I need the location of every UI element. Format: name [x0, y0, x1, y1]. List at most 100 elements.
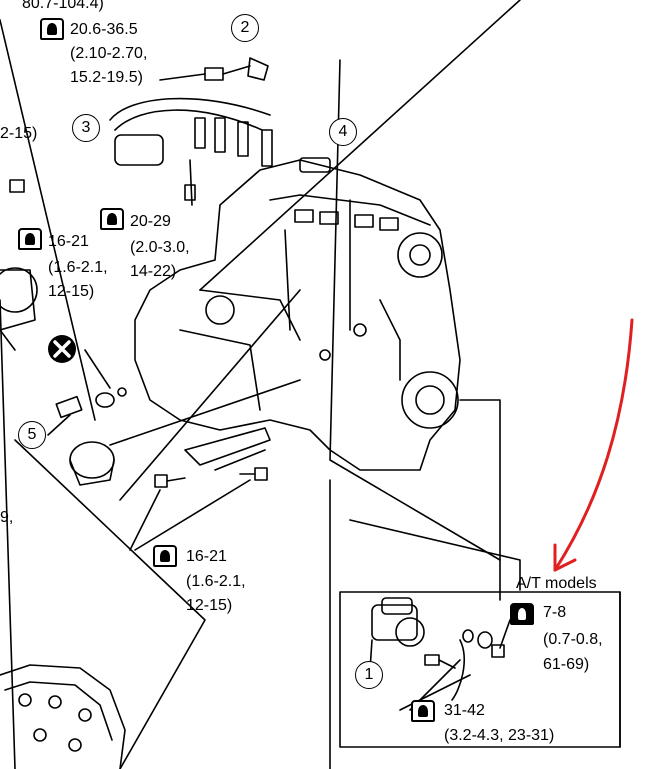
- sensor-body: [299, 157, 331, 173]
- torque-2-ftlbf: 14-22): [130, 263, 177, 280]
- gasket-hole: [68, 738, 82, 752]
- wrench-torque-icon: [40, 18, 64, 40]
- washer: [477, 631, 493, 649]
- cut-text-top: 80.7-104.4): [22, 0, 104, 12]
- starter-motor: [371, 604, 418, 641]
- torque-1-ftlbf: 15.2-19.5): [70, 69, 143, 86]
- wrench-torque-icon: [153, 545, 177, 567]
- inset-title: A/T models: [516, 575, 597, 592]
- frame-line: [199, 0, 521, 291]
- plug-wire: [189, 159, 193, 206]
- wrench-torque-icon: [411, 700, 435, 722]
- solenoid: [381, 597, 413, 615]
- gasket-hole: [78, 708, 92, 722]
- sensor: [184, 184, 196, 201]
- starter-gear: [395, 617, 425, 647]
- torque-6-units: (3.2-4.3, 23-31): [444, 727, 555, 744]
- wrench-torque-icon: [100, 208, 124, 230]
- oil-filter-body: [69, 459, 115, 486]
- engine-detail: [179, 329, 261, 411]
- engine-pulley-hub: [409, 244, 431, 266]
- callout-2: 2: [231, 14, 259, 42]
- coil: [114, 134, 164, 166]
- torque-2-kgfm: (2.0-3.0,: [130, 239, 190, 256]
- cut-text-left-2: 9,: [0, 509, 14, 526]
- plug-boot: [214, 117, 226, 153]
- frame-line: [14, 439, 206, 769]
- plug-boot: [261, 129, 273, 167]
- torque-2-value: 20-29: [130, 213, 171, 230]
- bolt-shank: [166, 477, 186, 482]
- do-not-reuse-icon: [48, 335, 76, 363]
- callout-4: 4: [329, 118, 357, 146]
- annotation-arrow-icon: [553, 318, 634, 572]
- plug-wires: [109, 97, 271, 121]
- bracket: [247, 57, 269, 81]
- engine-port: [319, 211, 339, 225]
- bracket: [184, 427, 271, 466]
- wrench-torque-icon: [18, 228, 42, 250]
- oil-pressure-switch: [55, 395, 83, 419]
- plug-boot: [237, 121, 249, 157]
- bolt-shank: [222, 65, 251, 75]
- frame-line: [119, 289, 301, 501]
- engine-detail: [284, 229, 291, 331]
- gasket-inner: [4, 681, 113, 741]
- crank-pulley: [401, 371, 459, 429]
- wrench-torque-icon: [510, 603, 534, 625]
- leader-line: [159, 73, 206, 81]
- engine-port: [294, 209, 314, 223]
- callout-3: 3: [72, 114, 100, 142]
- bolt-head: [204, 67, 224, 81]
- torque-6-value: 31-42: [444, 702, 485, 719]
- torque-4-ftlbf: 12-15): [186, 597, 233, 614]
- frame-line: [329, 59, 501, 561]
- torque-3-kgfm: (1.6-2.1,: [48, 259, 108, 276]
- partial-part: [0, 329, 16, 351]
- engine-port: [379, 217, 399, 231]
- bolt: [424, 654, 440, 666]
- frame-line: [0, 19, 96, 421]
- torque-5-kgfm: (0.7-0.8,: [543, 631, 603, 648]
- partial-part: [0, 269, 36, 331]
- torque-3-value: 16-21: [48, 233, 89, 250]
- engine-bolt: [319, 349, 331, 361]
- bolt: [254, 467, 268, 481]
- torque-1-kgfm: (2.10-2.70,: [70, 45, 148, 62]
- leader-line: [499, 619, 511, 649]
- frame-line: [349, 519, 521, 591]
- torque-5-ftlbf: 61-69): [543, 656, 590, 673]
- partial-part: [0, 267, 38, 313]
- gasket-outline: [0, 664, 126, 769]
- frame-line: [459, 399, 501, 601]
- bolt: [9, 179, 25, 193]
- gasket-hole: [33, 728, 47, 742]
- engine-detail: [379, 299, 401, 381]
- torque-3-ftlbf: 12-15): [48, 283, 95, 300]
- leader-line: [47, 414, 71, 436]
- leader-line: [84, 349, 111, 389]
- plug-wires: [114, 109, 263, 131]
- crank-pulley-hub: [415, 385, 445, 415]
- callout-1: 1: [355, 661, 383, 689]
- engine-pulley: [397, 232, 443, 278]
- frame-line: [0, 299, 16, 769]
- engine-port: [354, 214, 374, 228]
- leader-line: [129, 479, 251, 551]
- plug-boot: [194, 117, 206, 149]
- washer: [117, 387, 127, 397]
- torque-1-value: 20.6-36.5: [70, 21, 138, 38]
- callout-5: 5: [18, 421, 46, 449]
- oil-filter: [69, 441, 115, 479]
- torque-4-value: 16-21: [186, 548, 227, 565]
- washer: [462, 629, 474, 643]
- leader-line: [109, 379, 301, 446]
- gasket-hole: [48, 695, 62, 709]
- engine-boss: [205, 295, 235, 325]
- cable: [451, 639, 465, 701]
- o-ring: [95, 392, 115, 408]
- torque-4-kgfm: (1.6-2.1,: [186, 573, 246, 590]
- cut-text-left: 2-15): [0, 125, 38, 142]
- torque-5-value: 7-8: [543, 604, 567, 621]
